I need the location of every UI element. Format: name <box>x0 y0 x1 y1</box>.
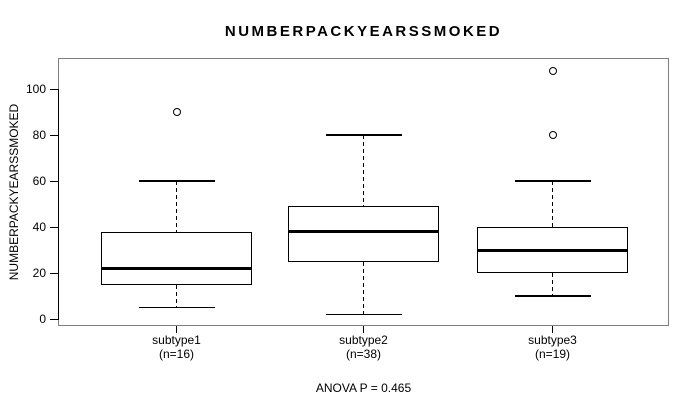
group-label: subtype1 <box>152 333 201 347</box>
y-tick-label: 60 <box>32 174 46 189</box>
group-n-label: (n=38) <box>345 347 382 361</box>
y-tick-mark <box>50 226 58 228</box>
y-tick-label: 100 <box>25 82 46 96</box>
outlier-point <box>548 131 557 140</box>
whisker-cap <box>138 180 215 182</box>
group-n-label: (n=19) <box>534 347 571 361</box>
whisker-cap <box>325 313 402 316</box>
x-axis-label: subtype3(n=19) <box>483 333 623 361</box>
upper-whisker-line <box>176 181 177 232</box>
x-tick-mark <box>176 326 177 333</box>
x-axis-label: subtype1(n=16) <box>107 333 247 361</box>
median-line <box>288 230 439 234</box>
y-tick-mark <box>50 272 58 274</box>
iqr-box <box>288 206 439 262</box>
group-label: subtype3 <box>528 333 577 347</box>
x-tick-mark <box>363 326 364 333</box>
upper-whisker-line <box>363 135 364 207</box>
y-tick-mark <box>50 180 58 182</box>
lower-whisker-line <box>363 261 364 315</box>
y-tick-label: 80 <box>32 128 46 143</box>
x-axis-label: subtype2(n=38) <box>294 333 434 361</box>
whisker-cap <box>514 295 591 297</box>
group-n-label: (n=16) <box>158 347 195 361</box>
lower-whisker-line <box>552 273 553 297</box>
whisker-cap <box>138 306 215 309</box>
upper-whisker-line <box>552 181 553 228</box>
y-tick-mark <box>50 134 58 136</box>
outlier-point <box>172 108 181 117</box>
median-line <box>477 248 628 252</box>
chart-title: NUMBERPACKYEARSSMOKED <box>224 23 503 40</box>
lower-whisker-line <box>176 284 177 308</box>
anova-annotation: ANOVA P = 0.465 <box>315 381 412 395</box>
outlier-point <box>548 66 557 75</box>
y-tick-label: 20 <box>32 266 46 281</box>
y-tick-label: 40 <box>32 220 46 235</box>
whisker-cap <box>325 134 402 136</box>
y-axis-line <box>58 88 59 320</box>
x-tick-mark <box>552 326 553 333</box>
y-tick-mark <box>50 318 58 320</box>
y-tick-label: 0 <box>39 312 46 327</box>
iqr-box <box>101 231 252 285</box>
group-label: subtype2 <box>339 333 388 347</box>
y-tick-mark <box>50 88 58 90</box>
whisker-cap <box>514 180 591 182</box>
median-line <box>101 267 252 271</box>
